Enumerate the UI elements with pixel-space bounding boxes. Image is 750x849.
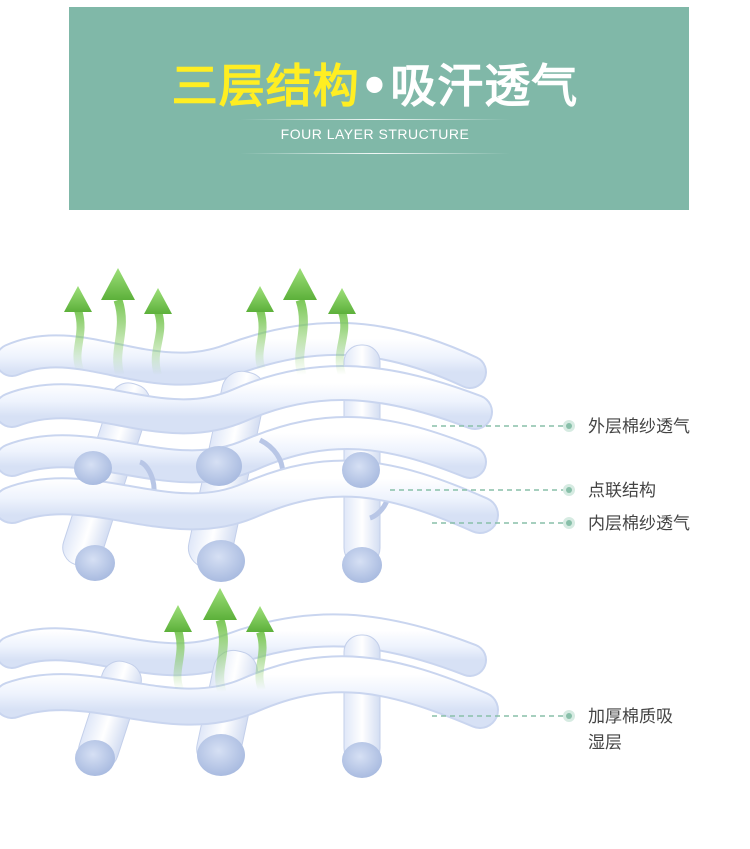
leader-lines [390, 425, 566, 717]
header-banner [69, 7, 689, 210]
dot-marker-icon [563, 420, 575, 722]
label-link-structure: 点联结构 [588, 481, 656, 501]
label-absorb-line1: 加厚棉质吸 [588, 707, 673, 727]
title-accent: 三层结构 [171, 59, 360, 113]
upper-fabric [0, 321, 499, 583]
label-absorb-layer: 加厚棉质吸 湿层 [588, 704, 673, 756]
label-inner-layer: 内层棉纱透气 [588, 514, 690, 534]
label-absorb-line2: 湿层 [588, 733, 622, 753]
page-title: 三层结构•吸汗透气 [0, 58, 750, 114]
title-dot: • [359, 59, 391, 113]
title-main: 吸汗透气 [390, 59, 579, 113]
page-subtitle: FOUR LAYER STRUCTURE [280, 126, 470, 142]
up-arrow-icon [64, 268, 356, 694]
label-outer-layer: 外层棉纱透气 [588, 417, 690, 437]
divider-bottom [240, 153, 510, 154]
divider-top [240, 119, 510, 120]
lower-fabric [0, 613, 499, 778]
